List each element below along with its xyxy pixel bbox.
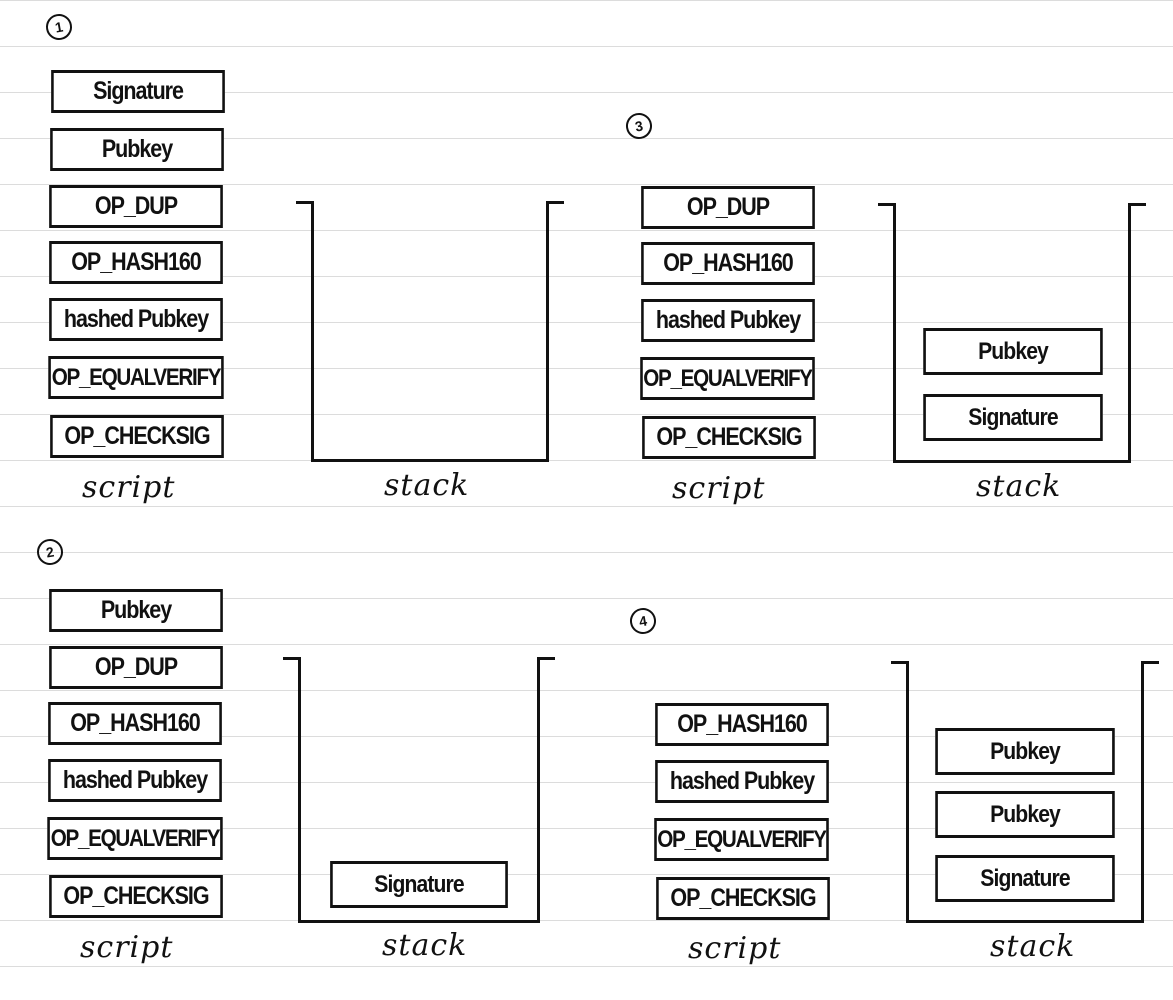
script-item: OP_HASH160: [655, 703, 829, 746]
stack-lip-left: [878, 203, 896, 206]
script-item: OP_HASH160: [641, 242, 815, 285]
script-item: OP_HASH160: [49, 241, 223, 284]
stack-lip-right: [537, 657, 555, 660]
stack-caption: stack: [384, 468, 470, 503]
script-item: OP_CHECKSIG: [656, 877, 830, 920]
stack-item: Pubkey: [935, 791, 1115, 838]
script-item: Pubkey: [50, 128, 224, 171]
step-number-badge: 4: [627, 605, 659, 637]
stack-item: Signature: [923, 394, 1103, 441]
script-item: OP_EQUALVERIFY: [47, 817, 223, 860]
script-item: OP_CHECKSIG: [50, 415, 224, 458]
stack-item: Signature: [935, 855, 1115, 902]
stack-lip-right: [1141, 661, 1159, 664]
script-item: OP_EQUALVERIFY: [654, 818, 829, 861]
script-item: OP_HASH160: [48, 702, 222, 745]
stack-item: Signature: [330, 861, 508, 908]
script-item: Signature: [51, 70, 225, 113]
script-item: hashed Pubkey: [655, 760, 829, 803]
stack-item: Pubkey: [923, 328, 1103, 375]
panel-step-1: 1 Signature Pubkey OP_DUP OP_HASH160 has…: [0, 0, 600, 520]
stack-lip-right: [1128, 203, 1146, 206]
script-item: hashed Pubkey: [641, 299, 815, 342]
panel-step-3: 3 OP_DUP OP_HASH160 hashed Pubkey OP_EQU…: [623, 110, 1146, 506]
script-caption: script: [80, 930, 174, 965]
script-item: OP_EQUALVERIFY: [640, 357, 815, 400]
stack-caption: stack: [382, 928, 468, 963]
stack-lip-left: [891, 661, 909, 664]
stack-lip-right: [546, 201, 564, 204]
panel-step-2: 2 Pubkey OP_DUP OP_HASH160 hashed Pubkey…: [34, 536, 555, 965]
script-item: hashed Pubkey: [49, 298, 223, 341]
stack-container: Pubkey Pubkey Signature: [891, 661, 1159, 923]
stack-item: Pubkey: [935, 728, 1115, 775]
script-item: OP_CHECKSIG: [642, 416, 816, 459]
script-item: OP_DUP: [49, 646, 223, 689]
stack-caption: stack: [976, 469, 1062, 504]
script-item: OP_EQUALVERIFY: [48, 356, 224, 399]
script-item: hashed Pubkey: [48, 759, 222, 802]
stack-container: Signature: [283, 657, 555, 923]
stack-container: [296, 201, 564, 462]
stack-lip-left: [283, 657, 301, 660]
script-item: OP_DUP: [49, 185, 223, 228]
script-item: OP_CHECKSIG: [49, 875, 223, 918]
script-caption: script: [82, 470, 176, 505]
stack-lip-left: [296, 201, 314, 204]
script-item: OP_DUP: [641, 186, 815, 229]
stack-container: Pubkey Signature: [878, 203, 1146, 463]
script-item: Pubkey: [49, 589, 223, 632]
script-caption: script: [688, 931, 782, 966]
stack-caption: stack: [990, 929, 1076, 964]
script-caption: script: [672, 471, 766, 506]
